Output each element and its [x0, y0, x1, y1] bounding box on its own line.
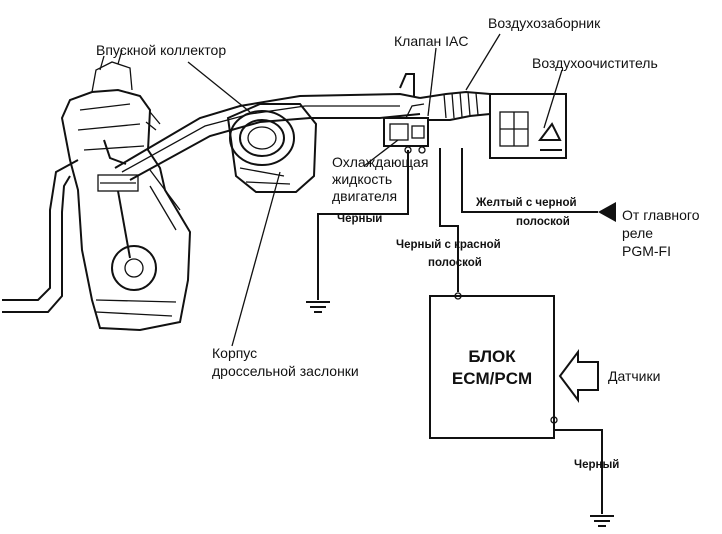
label-air-intake: Воздухозаборник: [488, 15, 601, 31]
label-intake-manifold: Впускной коллектор: [96, 42, 226, 58]
ground-symbol-right: [590, 515, 614, 527]
sensors-arrow-icon: [558, 349, 599, 403]
label-sensors: Датчики: [608, 368, 660, 384]
label-wire-black-red-line1: Черный с красной: [396, 239, 501, 251]
relay-arrow-icon: [598, 202, 616, 222]
label-throttle-body-line2: дроссельной заслонки: [212, 363, 359, 379]
exhaust-pipe: [2, 159, 79, 313]
label-wire-black-top: Черный: [337, 213, 382, 225]
ecm-box: [429, 292, 558, 439]
label-main-relay-line3: PGM-FI: [622, 243, 671, 259]
label-main-relay-line2: реле: [622, 225, 653, 241]
label-main-relay-line1: От главного: [622, 207, 700, 223]
label-throttle-body-line1: Корпус: [212, 345, 257, 361]
label-wire-black-red-line2: полоской: [428, 257, 482, 269]
label-air-cleaner: Воздухоочиститель: [532, 55, 658, 71]
label-wire-black-bottom: Черный: [574, 459, 619, 471]
ecm-title-line2: ECM/PCM: [452, 369, 532, 388]
label-coolant-line3: двигателя: [332, 188, 397, 204]
ground-symbol-left: [306, 301, 330, 313]
label-coolant-line1: Охлаждающая: [332, 154, 428, 170]
label-wire-yellow-line2: полоской: [516, 216, 570, 228]
iac-valve: [383, 73, 429, 154]
label-wire-yellow-line1: Желтый с черной: [475, 197, 577, 209]
air-cleaner: [489, 93, 567, 159]
leader-lines: [187, 33, 563, 347]
label-iac-valve: Клапан IAC: [394, 33, 468, 49]
air-intake-duct: [419, 90, 491, 121]
ecm-title-line1: БЛОК: [468, 347, 516, 366]
engine-block: [60, 49, 192, 332]
throttle-body: [226, 103, 318, 193]
label-coolant-line2: жидкость: [332, 171, 392, 187]
